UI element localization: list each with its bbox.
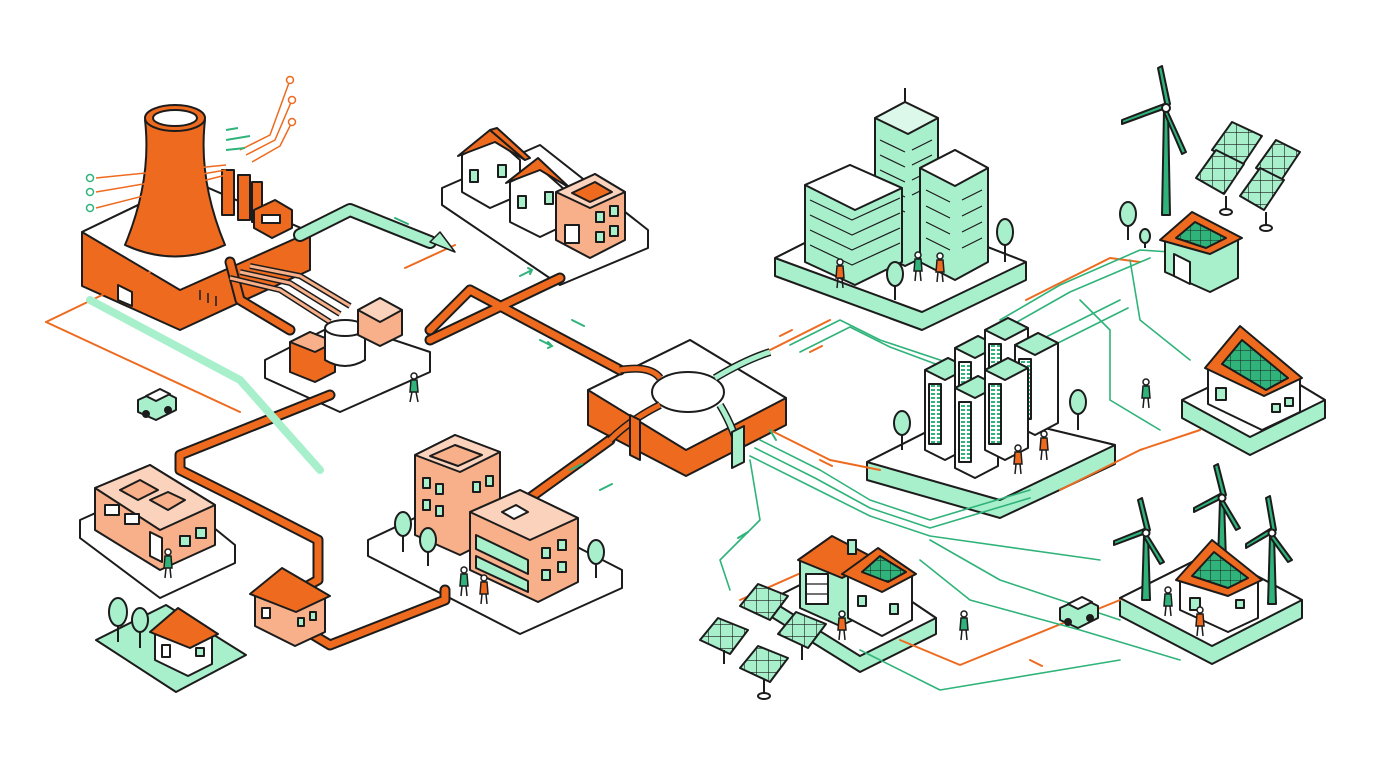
- person-icon: [959, 610, 969, 641]
- solar-panel-icon: [1195, 121, 1301, 232]
- flow-arrows: [394, 217, 1043, 667]
- solar-panel-icon: [699, 583, 827, 700]
- person-icon: [1039, 430, 1049, 461]
- tree-icon: [394, 511, 605, 578]
- solar-barn-house-icon: [1119, 201, 1243, 293]
- person-icon: [1141, 378, 1151, 409]
- person-icon: [409, 372, 419, 403]
- person-icon: [935, 252, 945, 283]
- office-block-icon: [394, 434, 605, 603]
- houses-icon: [457, 127, 626, 259]
- solar-barn-house-icon: [797, 535, 917, 637]
- person-icon: [1163, 586, 1173, 617]
- person-icon: [479, 574, 489, 605]
- car-icon: [1059, 596, 1099, 629]
- person-icon: [459, 566, 469, 597]
- data-center-icon: [893, 317, 1087, 479]
- solar-roof-house-icon: [1204, 325, 1303, 431]
- power-plant: [85, 75, 297, 307]
- smart-grid-hub-icon: [607, 348, 772, 469]
- person-icon: [837, 610, 847, 641]
- small-house-icon: [108, 597, 219, 677]
- tree-icon: [108, 597, 149, 648]
- person-icon: [1013, 444, 1023, 475]
- house-icon: [249, 567, 331, 647]
- person-icon: [163, 548, 173, 579]
- person-icon: [1195, 606, 1205, 637]
- workshop-icon: [94, 464, 216, 571]
- person-icon: [835, 258, 845, 289]
- tree-icon: [1119, 201, 1151, 248]
- transformer-icon: [229, 263, 403, 383]
- wind-turbine-icon: [1121, 65, 1187, 216]
- people: [163, 251, 1205, 641]
- cooling-tower-icon: [124, 104, 226, 258]
- city-towers-icon: [804, 88, 1014, 300]
- tree-icon: [886, 218, 1014, 300]
- tree-icon: [893, 389, 1087, 450]
- car-icon: [137, 388, 177, 421]
- person-icon: [913, 251, 923, 282]
- legacy-power-lines: [45, 244, 1201, 666]
